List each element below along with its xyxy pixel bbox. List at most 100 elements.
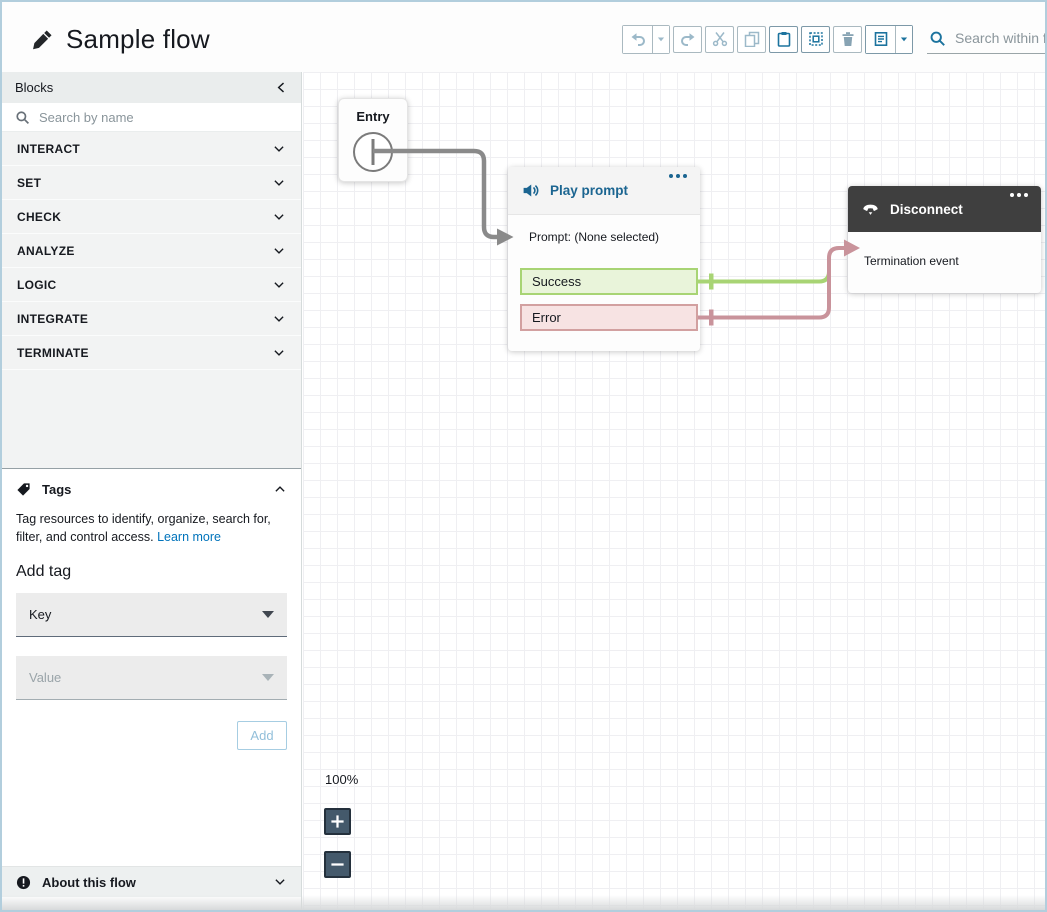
edit-pencil-icon[interactable] bbox=[32, 29, 53, 50]
undo-caret-icon bbox=[657, 37, 665, 42]
notes-menu-button[interactable] bbox=[895, 25, 912, 53]
category-list-filler bbox=[2, 370, 301, 468]
category-interact[interactable]: INTERACT bbox=[2, 132, 301, 166]
page-title: Sample flow bbox=[66, 23, 210, 54]
about-this-flow-title: About this flow bbox=[42, 874, 136, 890]
paste-button[interactable] bbox=[769, 25, 798, 53]
block-play-prompt[interactable]: Play prompt Prompt: (None selected) Succ… bbox=[508, 167, 700, 351]
play-prompt-header[interactable]: Play prompt bbox=[508, 167, 700, 215]
caret-down-icon bbox=[262, 674, 274, 682]
zoom-level-label: 100% bbox=[325, 772, 359, 787]
search-icon bbox=[16, 110, 30, 124]
disconnect-summary: Termination event bbox=[864, 254, 959, 268]
search-icon bbox=[930, 31, 945, 46]
more-options-icon[interactable] bbox=[1010, 193, 1028, 197]
zoom-in-button[interactable] bbox=[324, 808, 351, 835]
category-check[interactable]: CHECK bbox=[2, 200, 301, 234]
bottom-scroll-fade bbox=[2, 895, 1045, 910]
wire-success[interactable] bbox=[698, 262, 831, 290]
chevron-down-icon bbox=[275, 879, 285, 885]
blocks-sidebar: Blocks INTERACT SET CHECK ANALYZE bbox=[2, 72, 302, 910]
chevron-down-icon bbox=[274, 281, 284, 288]
block-category-list: INTERACT SET CHECK ANALYZE LOGIC INTEGRA… bbox=[2, 132, 301, 370]
block-entry[interactable]: Entry bbox=[338, 98, 408, 182]
notes-icon bbox=[874, 31, 887, 46]
app-header: Sample flow bbox=[2, 2, 1045, 72]
port-success[interactable]: Success bbox=[520, 268, 698, 295]
delete-button[interactable] bbox=[833, 25, 862, 53]
toolbar bbox=[622, 24, 913, 54]
tags-section-header[interactable]: Tags bbox=[16, 482, 287, 497]
copy-icon bbox=[744, 31, 759, 47]
category-logic[interactable]: LOGIC bbox=[2, 268, 301, 302]
category-set[interactable]: SET bbox=[2, 166, 301, 200]
chevron-down-icon bbox=[274, 247, 284, 254]
notes-button-group bbox=[865, 24, 913, 54]
undo-menu-button[interactable] bbox=[652, 25, 669, 53]
sidebar-spacer bbox=[2, 768, 301, 866]
blocks-search-input[interactable] bbox=[39, 109, 259, 125]
disconnect-title: Disconnect bbox=[890, 201, 963, 217]
entry-port-bar bbox=[371, 139, 375, 165]
port-success-label: Success bbox=[532, 274, 582, 289]
chevron-left-icon[interactable] bbox=[275, 81, 288, 94]
zoom-out-button[interactable] bbox=[324, 851, 351, 878]
info-icon bbox=[16, 875, 31, 889]
add-tag-button-row: Add bbox=[16, 719, 287, 768]
tag-value-placeholder: Value bbox=[29, 670, 62, 686]
blocks-search-row bbox=[2, 103, 301, 132]
cut-icon bbox=[712, 32, 727, 47]
tag-icon bbox=[17, 483, 30, 496]
flow-canvas[interactable]: Entry Play prompt Prompt: (None selected… bbox=[303, 72, 1045, 910]
notes-button[interactable] bbox=[866, 25, 895, 53]
learn-more-link[interactable]: Learn more bbox=[157, 530, 221, 544]
redo-icon bbox=[680, 33, 694, 46]
blocks-panel-title: Blocks bbox=[15, 80, 54, 95]
undo-button[interactable] bbox=[623, 25, 652, 53]
undo-icon bbox=[631, 33, 645, 46]
tag-value-select[interactable]: Value bbox=[16, 656, 287, 701]
minus-icon bbox=[331, 863, 344, 866]
notes-caret-icon bbox=[900, 37, 908, 42]
block-disconnect[interactable]: Disconnect Termination event bbox=[848, 186, 1041, 293]
chevron-down-icon bbox=[274, 315, 284, 322]
tags-description: Tag resources to identify, organize, sea… bbox=[16, 511, 271, 544]
plus-icon bbox=[331, 815, 344, 828]
category-integrate[interactable]: INTEGRATE bbox=[2, 302, 301, 336]
chevron-down-icon bbox=[274, 145, 284, 152]
entry-port-icon[interactable] bbox=[353, 132, 393, 172]
phone-disconnect-icon bbox=[863, 204, 878, 215]
select-all-button[interactable] bbox=[801, 25, 830, 53]
add-tag-heading: Add tag bbox=[16, 563, 72, 581]
search-within-flow[interactable] bbox=[927, 25, 1045, 54]
play-prompt-summary: Prompt: (None selected) bbox=[529, 230, 660, 244]
cut-button[interactable] bbox=[705, 25, 734, 53]
blocks-panel-header: Blocks bbox=[2, 72, 301, 103]
undo-button-group bbox=[622, 24, 670, 54]
wire-error[interactable] bbox=[698, 239, 860, 326]
about-this-flow-row[interactable]: About this flow bbox=[2, 866, 301, 897]
disconnect-header[interactable]: Disconnect bbox=[848, 186, 1041, 232]
port-error[interactable]: Error bbox=[520, 304, 698, 331]
tag-key-select[interactable]: Key bbox=[16, 593, 287, 638]
port-error-label: Error bbox=[532, 310, 561, 325]
category-analyze[interactable]: ANALYZE bbox=[2, 234, 301, 268]
category-terminate[interactable]: TERMINATE bbox=[2, 336, 301, 370]
search-within-input[interactable] bbox=[955, 30, 1045, 46]
chevron-up-icon bbox=[275, 486, 285, 493]
select-all-icon bbox=[808, 32, 823, 46]
tags-title: Tags bbox=[42, 481, 72, 497]
speaker-icon bbox=[523, 184, 539, 197]
play-prompt-title: Play prompt bbox=[550, 183, 629, 198]
add-tag-button[interactable]: Add bbox=[237, 721, 287, 751]
caret-down-icon bbox=[262, 611, 274, 619]
delete-icon bbox=[842, 32, 853, 46]
entry-block-title: Entry bbox=[356, 109, 390, 124]
tag-key-placeholder: Key bbox=[29, 607, 52, 623]
chevron-down-icon bbox=[274, 213, 284, 220]
copy-button[interactable] bbox=[737, 25, 766, 53]
redo-button[interactable] bbox=[673, 25, 702, 53]
more-options-icon[interactable] bbox=[669, 174, 687, 178]
flow-title-wrap: Sample flow bbox=[32, 24, 210, 55]
